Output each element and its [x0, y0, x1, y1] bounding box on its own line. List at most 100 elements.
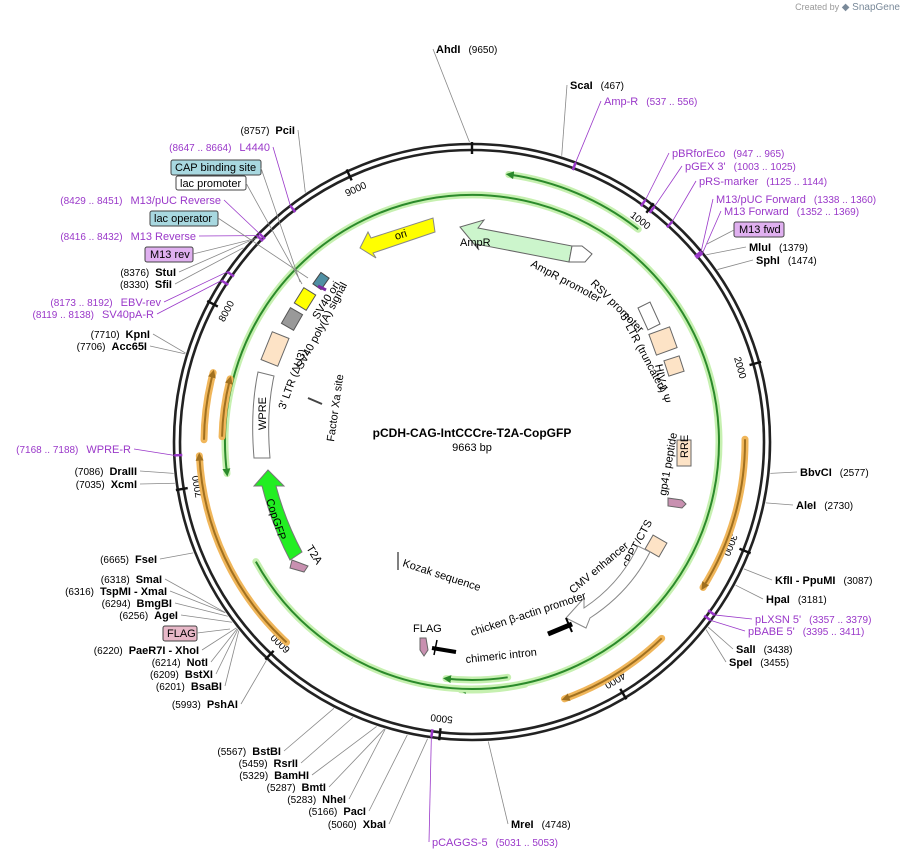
- site-leader: [180, 614, 233, 623]
- ori-arrow: [359, 217, 436, 259]
- tick-line-4000: [619, 688, 628, 700]
- cap-binding-site-label: CAP binding site: [175, 162, 256, 174]
- site-label: (5287)BmtI: [267, 782, 326, 794]
- m13-fwd-label: M13 fwd: [739, 224, 781, 236]
- primer-label: pRS-marker(1125 .. 1144): [699, 176, 827, 188]
- lac-operator-label: lac operator: [154, 213, 212, 225]
- gfp-green-arc: [222, 194, 720, 690]
- flag-inner-label: FLAG: [413, 623, 442, 635]
- ltr5-box: [648, 326, 678, 356]
- site-leader: [706, 246, 747, 256]
- primer-leader: [156, 280, 222, 315]
- primer-leader: [133, 448, 175, 456]
- wpre-label: WPRE: [257, 397, 269, 430]
- sv40ori-box: [293, 286, 317, 312]
- site-label: (7086)DraIII: [75, 466, 137, 478]
- primer-mark: [703, 614, 712, 622]
- tick-line-8000: [206, 299, 219, 308]
- site-leader: [348, 728, 386, 800]
- primer-mark: [220, 279, 229, 286]
- t2a-label: T2A: [303, 543, 324, 567]
- site-leader: [210, 628, 238, 663]
- primer-leader: [710, 620, 746, 632]
- site-leader: [561, 84, 568, 156]
- primer-mark: [648, 205, 656, 214]
- primer-label: (8647 .. 8664)L4440: [169, 142, 270, 154]
- site-label: (8757)PciI: [241, 125, 295, 137]
- plasmid-name: pCDH-CAG-IntCCCre-T2A-CopGFP: [373, 426, 572, 440]
- site-leader: [174, 247, 244, 285]
- primer-leader: [714, 614, 753, 620]
- rsv-promoter-label: RSV promoter: [588, 278, 646, 336]
- site-label: (6220)PaeR7I - XhoI: [94, 645, 199, 657]
- site-leader: [770, 471, 798, 474]
- ampr-label: AmpR: [460, 237, 491, 249]
- rre-box: [676, 439, 692, 467]
- site-label: (8330)SfiI: [120, 279, 172, 291]
- site-label: SalI(3438): [736, 644, 792, 656]
- primer-label: (7168 .. 7188)WPRE-R: [16, 444, 131, 456]
- gp41-marker: [667, 497, 687, 509]
- site-label: (5166)PacI: [308, 806, 366, 818]
- primer-leader: [702, 210, 722, 254]
- site-leader: [164, 578, 226, 613]
- primer-label: Amp-R(537 .. 556): [604, 96, 697, 108]
- site-leader: [169, 590, 226, 614]
- m13-rev-label: M13 rev: [150, 249, 190, 261]
- site-label: (5459)RsrII: [239, 758, 298, 770]
- primer-label: pCAGGS-5(5031 .. 5053): [432, 837, 558, 849]
- primer-mark: [707, 609, 716, 616]
- site-label: (5283)NheI: [287, 794, 346, 806]
- primer-mark: [694, 250, 702, 258]
- cppt-box: [644, 534, 668, 558]
- site-leader: [139, 470, 174, 474]
- primer-mark: [226, 270, 235, 278]
- ori-label: ori: [393, 228, 408, 243]
- ltr3-box: [260, 331, 290, 367]
- chimeric-intron-label: chimeric intron: [465, 647, 537, 666]
- rre-label: RRE: [679, 435, 691, 458]
- primer-leader: [645, 152, 670, 200]
- site-leader: [139, 482, 175, 485]
- site-leader: [765, 502, 794, 506]
- site-leader: [705, 629, 727, 663]
- factor-xa-marker: [307, 397, 323, 405]
- tick-line-7000: [175, 486, 188, 492]
- hiv-psi-box: [663, 355, 685, 377]
- site-label: SpeI(3455): [729, 657, 789, 669]
- plasmid-size: 9663 bp: [452, 442, 492, 454]
- wpre-orange-arc-a-halo: [200, 369, 217, 444]
- tick-line-1000: [645, 202, 655, 214]
- site-leader: [297, 129, 306, 193]
- left-orange-arc: [195, 452, 288, 644]
- tick-line-5000: [438, 728, 442, 741]
- site-leader: [178, 240, 250, 273]
- ampr-outer-arc: [505, 171, 639, 231]
- primer-mark: [571, 162, 577, 171]
- site-label: (7035)XcmI: [76, 479, 137, 491]
- primer-label: (8416 .. 8432)M13 Reverse: [60, 231, 196, 243]
- m13-fwd-box: [733, 221, 785, 238]
- site-label: (6316)TspMI - XmaI: [65, 586, 167, 598]
- site-label: (7706)Acc65I: [77, 341, 147, 353]
- primer-label: pBRforEco(947 .. 965): [672, 148, 784, 160]
- primer-mark: [256, 234, 264, 243]
- site-leader: [432, 48, 470, 143]
- site-label: MluI(1379): [749, 242, 808, 254]
- primer-mark: [430, 729, 434, 738]
- intron-tick: [433, 639, 438, 656]
- tick-line-2000: [749, 360, 762, 367]
- restriction-sites: AhdI(9650)ScaI(467)MluI(1379)SphI(1474)B…: [65, 44, 872, 831]
- cap-binding-site-box: [170, 159, 262, 176]
- primer-leader: [700, 198, 714, 252]
- primer-label: (8119 .. 8138)SV40pA-R: [32, 309, 154, 321]
- primer-label: (8429 .. 8451)M13/pUC Reverse: [60, 195, 221, 207]
- primer-mark: [639, 199, 647, 207]
- lentiviral-arc-lower: [561, 637, 663, 701]
- lac-promoter-label: lac promoter: [180, 178, 241, 190]
- site-label: (5060)XbaI: [328, 819, 386, 831]
- primer-mark: [258, 232, 266, 240]
- tick-line-3000: [739, 547, 752, 555]
- lentiviral-arc-upper: [701, 439, 746, 591]
- tick-label-8000: 8000: [217, 299, 237, 324]
